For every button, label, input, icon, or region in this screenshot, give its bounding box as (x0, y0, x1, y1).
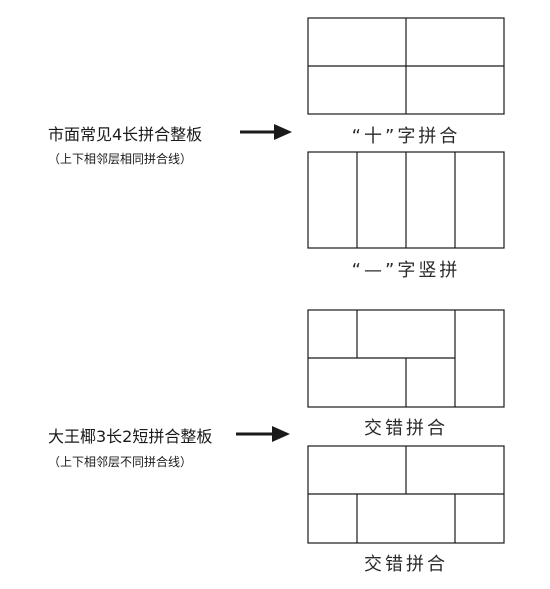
group-1-title: 市面常见4长拼合整板 (48, 125, 202, 144)
group-2-title: 大王椰3长2短拼合整板 (48, 427, 212, 446)
panel-vertical-splice (307, 151, 505, 249)
panel-staggered-splice-b (307, 445, 505, 544)
caption-vertical-splice: “—”字竖拼 (352, 260, 461, 281)
panel-cross-splice (307, 17, 505, 115)
panel-staggered-splice-a (307, 309, 505, 408)
caption-staggered-splice-b: 交错拼合 (364, 554, 448, 575)
group-2-arrow-icon (236, 426, 290, 442)
caption-cross-splice: “十”字拼合 (352, 126, 461, 147)
group-1-arrow-icon (240, 124, 292, 140)
group-1-note: （上下相邻层相同拼合线） (48, 151, 192, 166)
group-2-note: （上下相邻层不同拼合线） (48, 454, 192, 469)
caption-staggered-splice-a: 交错拼合 (364, 418, 448, 439)
